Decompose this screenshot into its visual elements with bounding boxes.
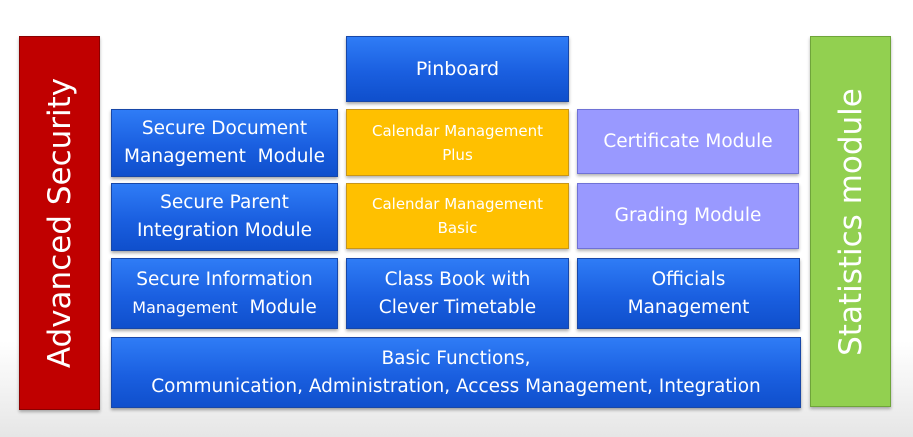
- secure-parent-line1: Secure Parent: [160, 192, 289, 213]
- class-book-line2: Clever Timetable: [378, 296, 537, 318]
- basic-functions-line2: Communication, Administration, Access Ma…: [151, 375, 761, 397]
- secure-information-block: Secure Information Management Module: [111, 258, 338, 329]
- certificate-block: Certificate Module: [577, 109, 799, 174]
- class-book-block: Class Book with Clever Timetable: [346, 258, 569, 329]
- secure-information-line1: Secure Information: [136, 268, 313, 290]
- basic-functions-block: Basic Functions, Communication, Administ…: [111, 337, 801, 408]
- pinboard-label: Pinboard: [415, 58, 500, 80]
- calendar-plus-line2: Plus: [442, 145, 473, 164]
- officials-block: Officials Management: [577, 258, 800, 329]
- calendar-plus-line1: Calendar Management: [371, 121, 544, 140]
- calendar-basic-line1: Calendar Management: [371, 195, 544, 213]
- advanced-security-label: Advanced Security: [41, 77, 78, 369]
- advanced-security-bar: Advanced Security: [19, 36, 100, 410]
- statistics-module-label: Statistics module: [832, 87, 869, 356]
- secure-document-block: Secure Document Management Module: [111, 109, 338, 177]
- calendar-basic-block: Calendar Management Basic: [346, 183, 569, 249]
- statistics-module-bar: Statistics module: [810, 36, 891, 407]
- class-book-line1: Class Book with: [384, 268, 531, 290]
- calendar-plus-block: Calendar Management Plus: [346, 109, 569, 176]
- secure-document-line2: Management Module: [124, 146, 325, 167]
- secure-parent-line2: Integration Module: [136, 220, 313, 241]
- secure-information-line2: Management Module: [132, 294, 316, 322]
- secure-document-line1: Secure Document: [141, 118, 308, 139]
- grading-label: Grading Module: [614, 205, 762, 226]
- certificate-label: Certificate Module: [603, 130, 773, 152]
- calendar-basic-line2: Basic: [437, 219, 478, 237]
- officials-line2: Management: [627, 296, 750, 318]
- pinboard-block: Pinboard: [346, 36, 569, 102]
- secure-information-line2b: Module: [249, 296, 317, 318]
- grading-block: Grading Module: [577, 183, 799, 249]
- basic-functions-line1: Basic Functions,: [381, 347, 531, 369]
- officials-line1: Officials: [651, 268, 726, 290]
- secure-information-line2a: Management: [132, 297, 238, 317]
- secure-parent-block: Secure Parent Integration Module: [111, 183, 338, 251]
